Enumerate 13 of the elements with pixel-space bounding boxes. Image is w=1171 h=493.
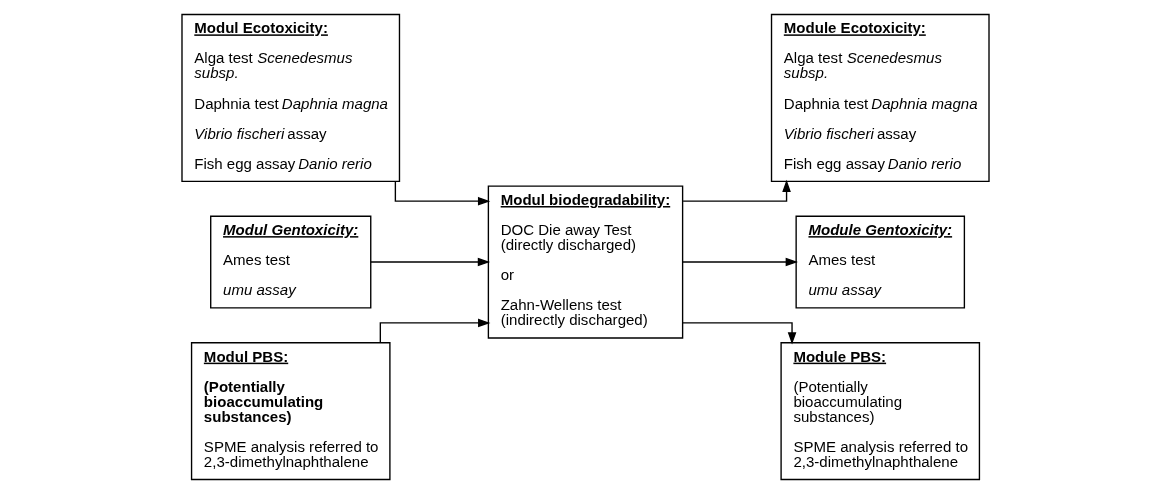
arrow xyxy=(682,179,791,202)
node-box: Module Ecotoxicity: Alga test Scenedesmus subsp. Daphnia test Daphnia magna Vibrio fischeri assay Fish egg assay Danio rerio xyxy=(770,13,990,182)
node-box: Module PBS: (Potentially bioaccumulating substances) SPME analysis referred to 2,3-dimethylnaphthalene xyxy=(780,341,981,480)
arrow xyxy=(379,318,491,343)
arrow xyxy=(682,257,798,266)
node-box: Modul biodegradability: DOC Die away Test (directly discharged) or Zahn-Wellens test (indirectly discharged) xyxy=(487,184,684,339)
node-box: Module Gentoxicity: Ames test umu assay xyxy=(795,215,966,309)
arrow xyxy=(370,257,491,266)
node-box: Modul Ecotoxicity: Alga test Scenedesmus subsp. Daphnia test Daphnia magna Vibrio fischeri assay Fish egg assay Danio rerio xyxy=(181,13,401,182)
node-box: Modul PBS: (Potentially bioaccumulating substances) SPME analysis referred to 2,3-dimethylnaphthalene xyxy=(190,341,391,480)
node-box: Modul Gentoxicity: Ames test umu assay xyxy=(210,215,372,309)
arrow xyxy=(394,180,491,205)
arrow xyxy=(682,321,797,345)
